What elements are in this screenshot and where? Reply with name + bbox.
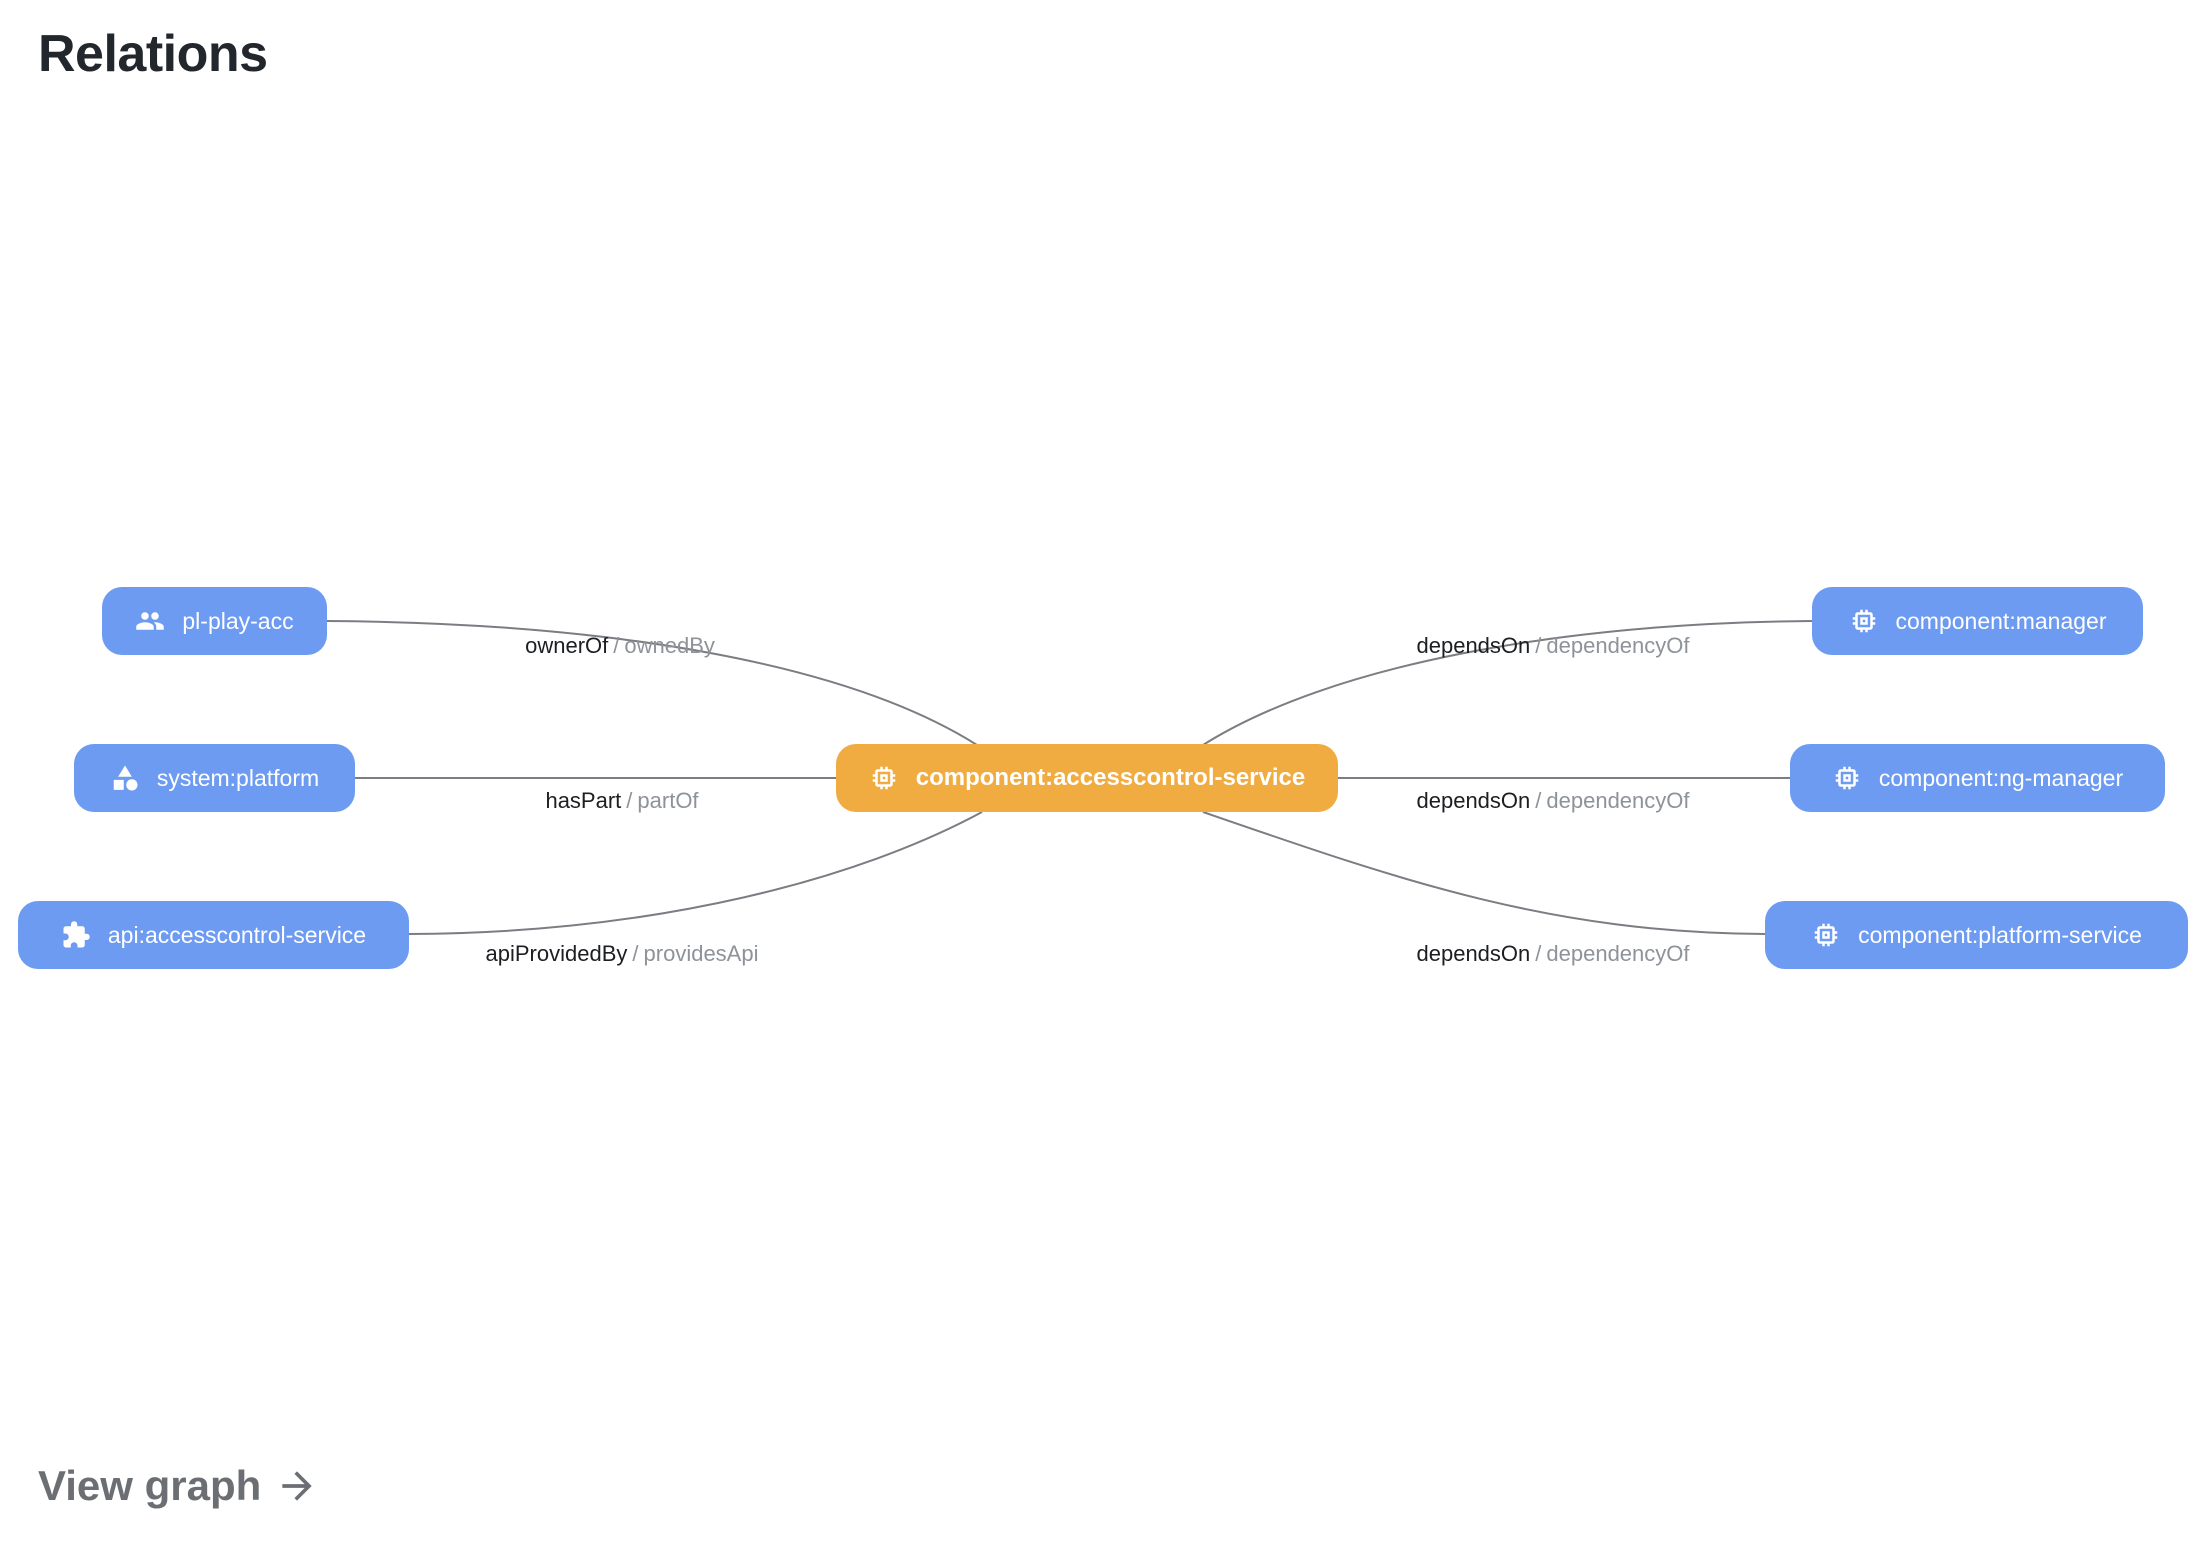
memory-icon: [869, 763, 899, 793]
node-component-accesscontrol-service[interactable]: component:accesscontrol-service: [836, 744, 1338, 812]
edge-label-ownerof: ownerOf/ownedBy: [525, 633, 715, 658]
edge-apiprovidedby: [408, 811, 983, 935]
edge-label-apiprovidedby: apiProvidedBy/providesApi: [485, 941, 759, 966]
memory-icon: [1811, 920, 1841, 950]
group-icon: [135, 606, 165, 636]
edge-label-dependson-1: dependsOn/dependencyOf: [1416, 633, 1690, 658]
view-graph-link[interactable]: View graph: [38, 1462, 319, 1510]
node-component-ng-manager[interactable]: component:ng-manager: [1790, 744, 2165, 812]
memory-icon: [1849, 606, 1879, 636]
node-label: component:platform-service: [1858, 921, 2142, 948]
node-pl-play-acc[interactable]: pl-play-acc: [102, 587, 327, 655]
page-title: Relations: [38, 25, 268, 83]
node-api-accesscontrol-service[interactable]: api:accesscontrol-service: [18, 901, 409, 969]
edge-ownerof: [326, 620, 978, 746]
edge-dependson-1: [1202, 620, 1813, 746]
memory-icon: [1832, 763, 1862, 793]
edge-label-haspart: hasPart/partOf: [545, 788, 699, 813]
node-label: component:accesscontrol-service: [915, 764, 1306, 791]
node-component-manager[interactable]: component:manager: [1812, 587, 2143, 655]
node-label: component:ng-manager: [1878, 764, 2124, 791]
node-label: api:accesscontrol-service: [107, 921, 367, 948]
node-label: component:manager: [1895, 607, 2107, 634]
edge-label-dependson-2: dependsOn/dependencyOf: [1416, 788, 1690, 813]
node-component-platform-service[interactable]: component:platform-service: [1765, 901, 2188, 969]
node-system-platform[interactable]: system:platform: [74, 744, 355, 812]
edge-label-dependson-3: dependsOn/dependencyOf: [1416, 941, 1690, 966]
category-icon: [110, 763, 140, 793]
extension-icon: [61, 920, 91, 950]
arrow-right-icon: [282, 1471, 312, 1501]
node-label: system:platform: [156, 764, 320, 791]
view-graph-label: View graph: [38, 1462, 262, 1509]
node-label: pl-play-acc: [182, 607, 294, 634]
edge-dependson-3: [1202, 811, 1766, 935]
